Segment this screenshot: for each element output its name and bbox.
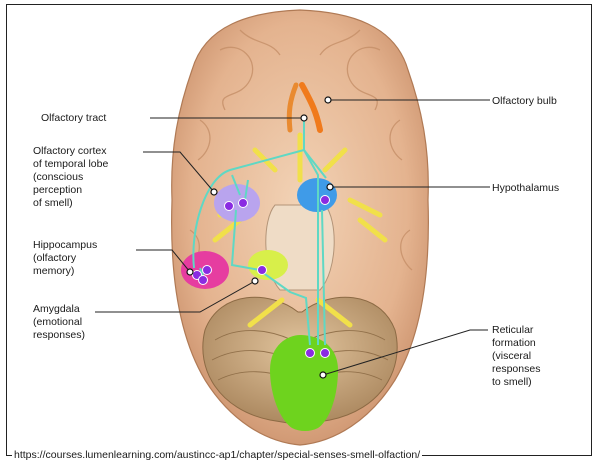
label-olfactory-cortex: Olfactory cortex of temporal lobe (consc… <box>33 145 111 209</box>
label-hippocampus: Hippocampus (olfactory memory) <box>33 239 100 277</box>
source-url[interactable]: https://courses.lumenlearning.com/austin… <box>12 449 422 461</box>
label-olfactory-bulb: Olfactory bulb <box>492 95 557 107</box>
label-reticular-formation: Reticular formation (visceral responses … <box>492 324 543 388</box>
label-olfactory-tract: Olfactory tract <box>41 112 106 124</box>
label-amygdala: Amygdala (emotional responses) <box>33 303 85 341</box>
label-hypothalamus: Hypothalamus <box>492 182 559 194</box>
